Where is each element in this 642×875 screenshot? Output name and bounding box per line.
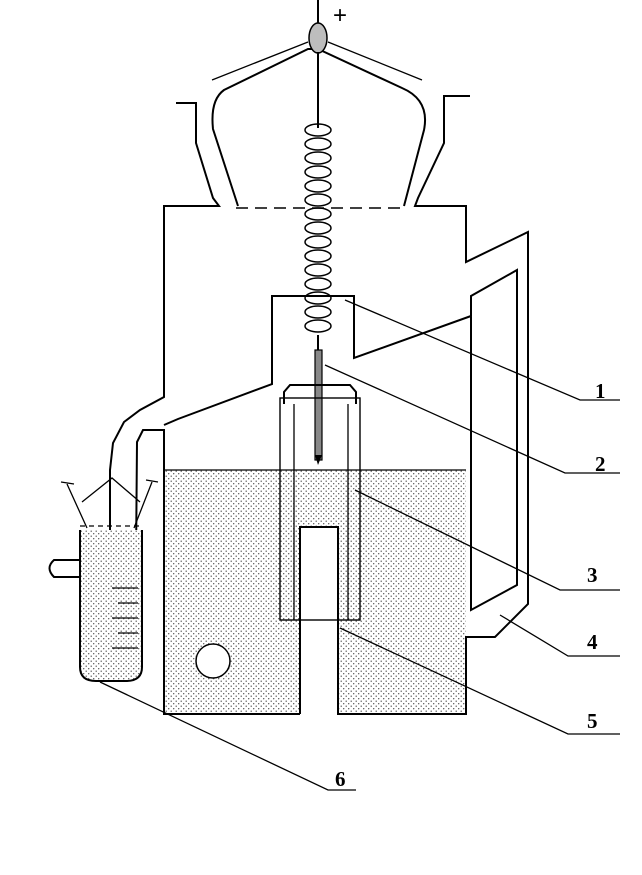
- leader-line-5: [339, 627, 620, 735]
- spring-coil: [304, 123, 332, 352]
- inner-wall: [163, 268, 518, 612]
- spring-turn: [304, 179, 332, 193]
- spring-turn: [304, 305, 332, 319]
- label-6: 6: [335, 767, 346, 791]
- label-3: 3: [587, 563, 598, 587]
- leader-line-3: [354, 489, 620, 591]
- electrode-needle: [314, 349, 323, 461]
- leader-line-1: [344, 299, 620, 401]
- spring-turn: [304, 263, 332, 277]
- label-2: 2: [595, 452, 606, 476]
- spring-turn: [304, 277, 332, 291]
- terminal-plus-sign: +: [333, 2, 347, 29]
- collector-tube: [79, 530, 143, 682]
- sheath-clip: [283, 384, 357, 404]
- electrode-tip: [315, 455, 322, 465]
- collector-funnel: [60, 477, 159, 529]
- spring-turn: [304, 165, 332, 179]
- gas-bubble: [195, 643, 231, 679]
- cap-wire-arms: [211, 41, 423, 81]
- spring-turn: [304, 151, 332, 165]
- spring-turn: [304, 319, 332, 333]
- sheath-tube: [279, 397, 361, 621]
- collector-scale-ticks: [112, 587, 138, 649]
- spring-turn: [304, 221, 332, 235]
- collector-liquid: [80, 530, 141, 680]
- spring-turn: [304, 291, 332, 305]
- collector-spout: [48, 559, 80, 578]
- label-1: 1: [595, 379, 606, 403]
- spring-turn: [304, 235, 332, 249]
- label-4: 4: [587, 630, 598, 654]
- vessel-body-left: [109, 102, 300, 715]
- terminal-connector: [308, 22, 328, 54]
- electrolyte-solution: [164, 470, 466, 714]
- spring-turn: [304, 207, 332, 221]
- leader-line-2: [324, 364, 620, 474]
- spring-turn: [304, 193, 332, 207]
- spring-turn: [304, 249, 332, 263]
- leader-line-6: [99, 681, 356, 791]
- spring-turn: [304, 137, 332, 151]
- leader-line-4: [499, 614, 620, 657]
- label-5: 5: [587, 709, 598, 733]
